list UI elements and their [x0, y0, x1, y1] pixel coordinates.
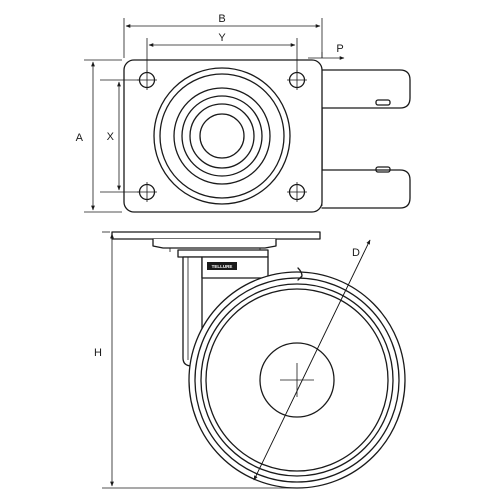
dimension-a-label: A: [76, 132, 84, 144]
dimension-d: D: [253, 239, 371, 481]
dimension-p: P: [308, 43, 345, 60]
top-view: B Y P A X: [76, 13, 411, 213]
wheel: [188, 267, 406, 489]
brand-label: TELLURE: [207, 262, 237, 270]
dimension-y-label: Y: [218, 32, 226, 44]
wheel-hub: [259, 342, 335, 418]
brand-label-text: TELLURE: [212, 264, 233, 269]
dimension-h: H: [94, 231, 296, 489]
dimension-x: X: [100, 79, 139, 193]
top-plate: [111, 231, 321, 240]
dimension-b: B: [123, 13, 323, 58]
dimension-h-label: H: [94, 347, 102, 359]
dimension-b-label: B: [218, 13, 225, 25]
dimension-x-label: X: [107, 131, 115, 143]
dimension-d-label: D: [352, 247, 360, 259]
swivel-head: [152, 238, 277, 249]
dimension-y: Y: [146, 32, 298, 72]
dimension-p-label: P: [336, 43, 343, 55]
bolt-holes: [137, 70, 307, 202]
side-wheel-view: [321, 69, 411, 209]
swivel-bearing-rings: [153, 67, 291, 205]
dimension-a: A: [76, 59, 122, 213]
front-view: TELLURE D H: [94, 231, 406, 489]
